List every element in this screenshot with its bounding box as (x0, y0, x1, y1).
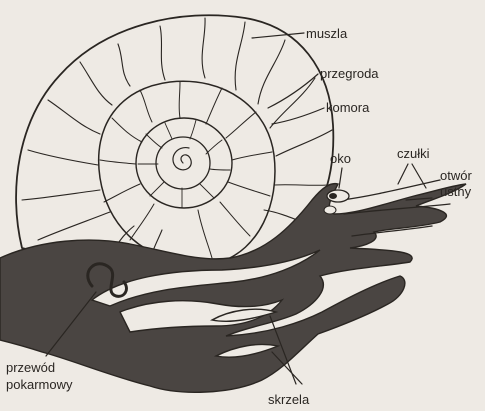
label-mouth-line2: ustny (440, 184, 472, 199)
eye-pupil (329, 193, 337, 199)
label-gut-line1: przewód (6, 360, 55, 375)
label-shell: muszla (306, 26, 348, 41)
label-mouth-line1: otwór (440, 168, 472, 183)
label-tentacles: czułki (397, 146, 430, 161)
label-chamber: komora (326, 100, 370, 115)
label-gut-line2: pokarmowy (6, 377, 73, 392)
septum-line (274, 185, 328, 186)
funnel-opening (324, 206, 336, 214)
label-eye: oko (330, 151, 351, 166)
label-gills: skrzela (268, 392, 310, 407)
label-septum: przegroda (320, 66, 379, 81)
